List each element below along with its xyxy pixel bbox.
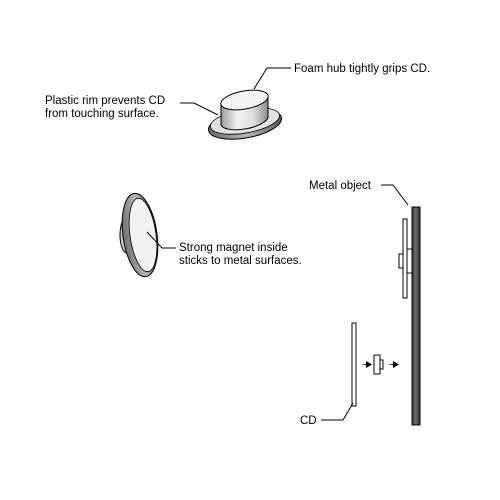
plastic-rim-label-line1: Plastic rim prevents CD: [45, 95, 165, 107]
leader-metal-object: [381, 184, 409, 206]
cd-label: CD: [300, 415, 317, 427]
attached-rim: [406, 248, 413, 274]
magnet-device-side: [119, 192, 159, 278]
metal-object-label: Metal object: [309, 180, 372, 192]
leader-magnet: [146, 231, 176, 249]
leader-plastic-rim: [180, 102, 219, 116]
foam-hub-label: Foam hub tightly grips CD.: [294, 63, 430, 75]
leader-cd: [321, 402, 354, 421]
magnet-label-line1: Strong magnet inside: [179, 242, 288, 254]
loose-device-assembly: [361, 354, 399, 375]
hub-device-top: [207, 89, 283, 140]
leader-foam-hub: [253, 67, 291, 90]
foam-hub-top: [220, 89, 269, 111]
loose-hub: [373, 354, 381, 375]
magnet-rim-face: [128, 197, 158, 273]
attached-hub: [398, 253, 404, 269]
magnet-label-line2: sticks to metal surfaces.: [179, 255, 302, 267]
attached-cd: [402, 218, 408, 299]
arrow-right-icon: [361, 361, 372, 368]
metal-object-bar: [411, 206, 421, 426]
arrow-right-icon: [387, 361, 399, 368]
loose-cd: [351, 322, 357, 407]
loose-rim: [379, 359, 384, 370]
plastic-rim-label-line2: from touching surface.: [45, 108, 159, 120]
